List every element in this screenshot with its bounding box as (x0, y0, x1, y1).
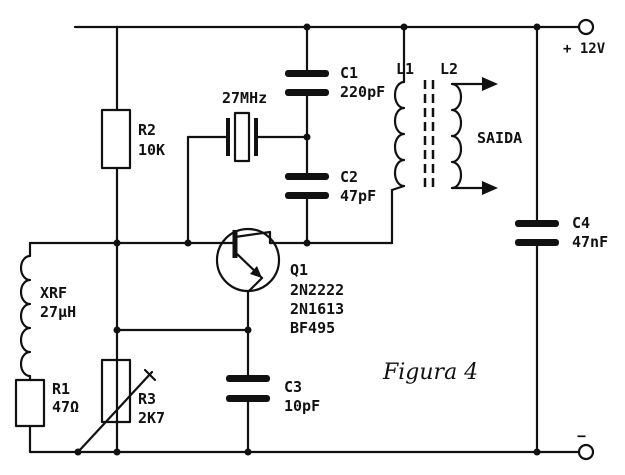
q1-part-2: 2N1613 (290, 300, 344, 318)
c3-value: 10pF (284, 397, 320, 415)
c1-value: 220pF (340, 83, 385, 101)
q1-part-3: BF495 (290, 319, 335, 337)
output-arrow-bottom (482, 181, 498, 195)
crystal-value: 27MHz (222, 89, 267, 107)
capacitor-c3-plate-top (226, 375, 270, 382)
xrf-ref: XRF (40, 284, 67, 302)
figure-caption: Figura 4 (382, 360, 478, 385)
r3-ref: R3 (138, 390, 156, 408)
q1-part-1: 2N2222 (290, 281, 344, 299)
q1-emitter-out (246, 276, 264, 294)
c1-ref: C1 (340, 64, 358, 82)
inductor-l1 (393, 80, 406, 188)
capacitor-c1-plate-top (285, 70, 329, 77)
q1-emitter-arrow (250, 266, 262, 278)
c4-value: 47nF (572, 233, 608, 251)
r1-value: 47Ω (52, 398, 79, 416)
r2-value: 10K (138, 141, 165, 159)
junction-c3-ground (244, 448, 252, 456)
capacitor-c4-plate-top (515, 220, 559, 227)
r3-trim-arrow-head (143, 368, 157, 382)
r1-ref: R1 (52, 380, 70, 398)
junction-c4-ground (533, 448, 541, 456)
c2-value: 47pF (340, 187, 376, 205)
positive-supply-label: + 12V (563, 41, 606, 57)
junction-l1-rail (400, 23, 408, 31)
junction-r3-wiper (74, 448, 82, 456)
c4-ref: C4 (572, 214, 590, 232)
resistor-r2 (100, 108, 132, 170)
inductor-l2 (450, 82, 463, 190)
l2-ref: L2 (440, 60, 458, 78)
junction-c4-rail (533, 23, 541, 31)
junction-base-r2 (113, 239, 121, 247)
xrf-value: 27μH (40, 303, 76, 321)
inductor-xrf (19, 254, 32, 378)
resistor-r1 (14, 378, 46, 428)
output-arrow-top (482, 77, 498, 91)
c2-ref: C2 (340, 168, 358, 186)
capacitor-c1-plate-bottom (285, 89, 329, 96)
capacitor-c2-plate-top (285, 173, 329, 180)
crystal-27mhz (233, 111, 251, 163)
junction-c1-rail (303, 23, 311, 31)
junction-emitter-r3 (113, 326, 121, 334)
positive-terminal (577, 18, 595, 36)
output-label: SAIDA (477, 129, 522, 147)
resistor-r3 (100, 358, 132, 424)
negative-terminal (577, 443, 595, 461)
r2-ref: R2 (138, 121, 156, 139)
q1-collector-lead (233, 230, 272, 239)
junction-r3-ground (113, 448, 121, 456)
capacitor-c3-plate-bottom (226, 395, 270, 402)
q1-ref: Q1 (290, 261, 308, 279)
capacitor-c2-plate-bottom (285, 192, 329, 199)
r3-value: 2K7 (138, 409, 165, 427)
l1-bottom-turn (390, 184, 406, 192)
negative-supply-label: − (577, 427, 586, 445)
l1-ref: L1 (396, 60, 414, 78)
c3-ref: C3 (284, 378, 302, 396)
r3-trim-arrow-line (76, 370, 154, 454)
capacitor-c4-plate-bottom (515, 239, 559, 246)
